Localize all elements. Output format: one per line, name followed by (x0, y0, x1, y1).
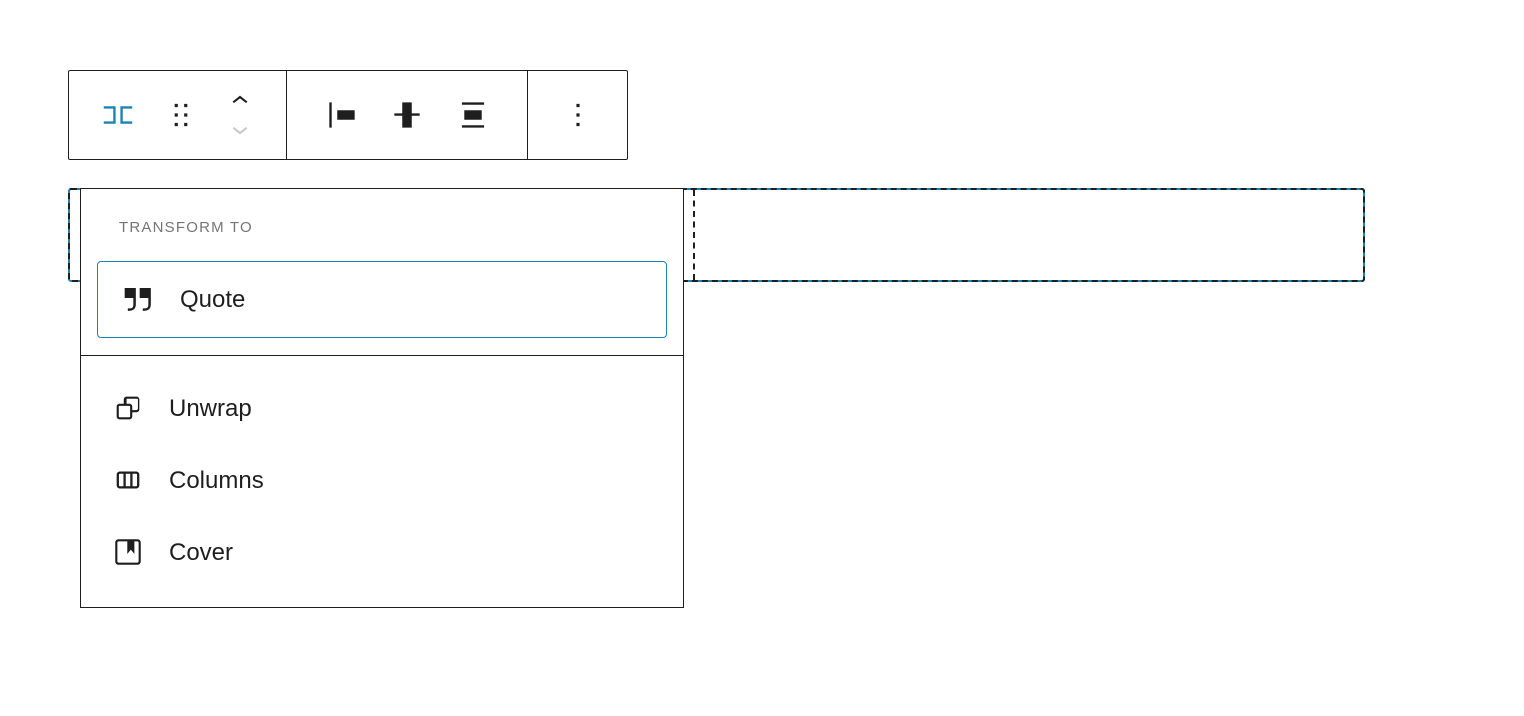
menu-divider (81, 355, 683, 356)
columns-icon (111, 463, 145, 500)
toolbar-group-more (528, 71, 627, 159)
move-up-button[interactable] (224, 87, 256, 115)
row-block-icon (99, 96, 137, 134)
menu-item-label: Cover (169, 539, 234, 566)
toolbar-group-block (69, 71, 287, 159)
selected-block[interactable] (68, 188, 1365, 282)
transform-menu-popover: TRANSFORM TO Quote Unwrap (80, 188, 684, 608)
block-movers (224, 87, 256, 143)
quote-icon (118, 278, 158, 321)
menu-item-label: Columns (169, 467, 264, 494)
menu-item-unwrap[interactable]: Unwrap (81, 373, 683, 445)
justify-left-icon (323, 96, 361, 134)
toolbar-group-alignment (287, 71, 528, 159)
more-vertical-icon (559, 96, 597, 134)
inner-block-edge (693, 190, 695, 280)
block-toolbar (68, 70, 628, 160)
align-middle-icon (388, 96, 426, 134)
menu-item-quote[interactable]: Quote (97, 261, 667, 338)
ungroup-icon (111, 391, 145, 428)
move-down-button[interactable] (224, 115, 256, 143)
align-button[interactable] (454, 96, 492, 134)
cover-icon (111, 535, 145, 572)
drag-handle[interactable] (162, 96, 200, 134)
options-button[interactable] (559, 96, 597, 134)
vertical-alignment-button[interactable] (388, 96, 426, 134)
justify-items-button[interactable] (323, 96, 361, 134)
transform-to-label: TRANSFORM TO (119, 219, 253, 236)
menu-item-columns[interactable]: Columns (81, 445, 683, 517)
chevron-down-icon (224, 115, 256, 143)
drag-handle-icon (162, 96, 200, 134)
block-switcher-button[interactable] (99, 96, 137, 134)
menu-item-label: Quote (180, 285, 246, 313)
chevron-up-icon (224, 87, 256, 115)
transform-section: TRANSFORM TO Quote (81, 189, 683, 355)
menu-item-cover[interactable]: Cover (81, 517, 683, 589)
menu-actions-section: Unwrap Columns Cover (81, 356, 683, 589)
align-none-icon (454, 96, 492, 134)
menu-item-label: Unwrap (169, 395, 252, 422)
